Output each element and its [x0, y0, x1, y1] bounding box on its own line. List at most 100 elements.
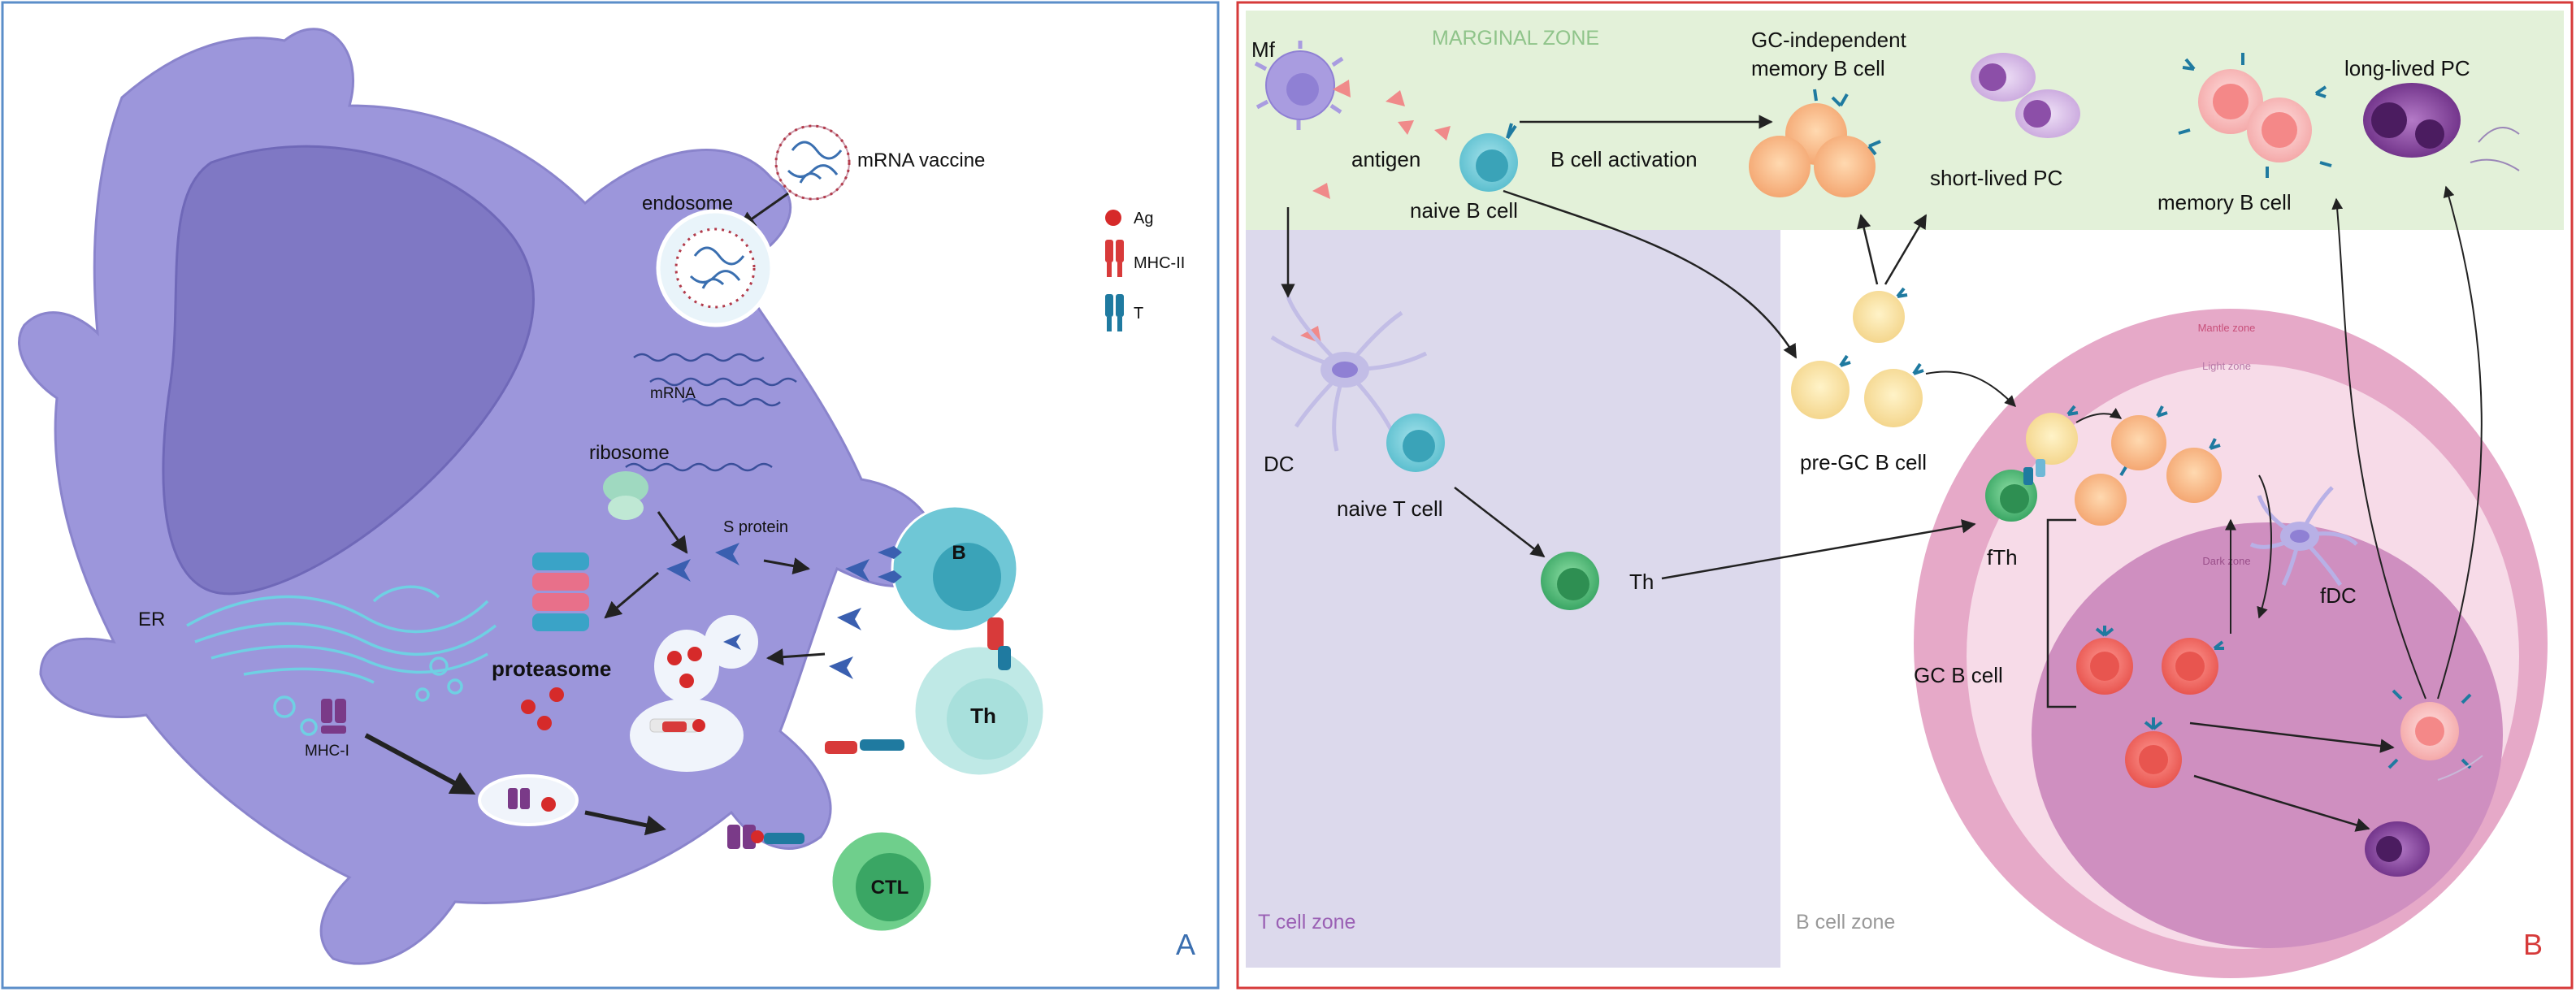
gc-b-cell-bracket	[2046, 518, 2076, 708]
label-s-protein: S protein	[723, 518, 788, 536]
ctl-cell	[830, 830, 934, 934]
legend-label-t: T	[1134, 305, 1143, 323]
follicular-dendritic-cell	[2249, 486, 2358, 587]
arrow-s-protein-to-b	[763, 557, 811, 574]
th-cell-t-zone	[1541, 552, 1599, 610]
s-protein-cluster	[666, 543, 870, 679]
pre-gc-b-cells	[1791, 287, 1924, 427]
label-mrna: mRNA	[650, 385, 696, 402]
th-cell	[913, 644, 1046, 778]
arrow-ribosome-to-s-protein	[657, 511, 688, 554]
antigen-peptides	[521, 687, 564, 730]
arrow-naive-b-to-pre-gc	[1503, 189, 1798, 359]
arrow-to-memory-b-cell	[2331, 197, 2426, 700]
t-cell-receptor-icon	[1105, 294, 1124, 331]
arrow-mhc-i-to-vesicle	[364, 733, 476, 795]
label-naive-b-cell: naive B cell	[1410, 198, 1518, 223]
macrophage	[1254, 41, 1344, 130]
label-er: ER	[138, 609, 165, 630]
follicular-th-cell	[1985, 459, 2045, 522]
legend-label-mhc-ii: MHC-II	[1134, 254, 1185, 272]
arrow-s-protein-to-proteasome	[604, 571, 659, 619]
label-t-cell-zone: T cell zone	[1258, 911, 1355, 934]
label-mhc-i: MHC-I	[305, 743, 349, 760]
b-cell-receptor	[878, 546, 902, 583]
label-antigen: antigen	[1351, 147, 1420, 171]
label-memory-b-cell: memory B cell	[2158, 190, 2292, 214]
label-gc-independent-line1: GC-independent	[1751, 28, 1907, 52]
label-marginal-zone: MARGINAL ZONE	[1432, 27, 1599, 50]
s-protein-vesicle	[705, 615, 758, 669]
arrow-to-short-lived-pc	[1884, 214, 1928, 285]
label-proteasome: proteasome	[492, 656, 611, 681]
arrow-to-memory-b-output	[2189, 721, 2395, 753]
short-lived-plasma-cells	[1971, 53, 2080, 138]
label-ribosome: ribosome	[589, 442, 670, 464]
mhc-i-complex	[321, 699, 346, 734]
naive-b-cell	[1459, 123, 1518, 192]
mhc-i-vesicle	[478, 774, 579, 826]
arrow-th-to-fth	[1661, 519, 1976, 580]
b-cell	[891, 505, 1019, 633]
label-th-cell: Th	[970, 704, 996, 728]
arrow-light-to-dark	[2257, 474, 2272, 619]
b-th-interaction	[987, 617, 1011, 670]
ribosome	[603, 471, 648, 520]
label-naive-t-cell: naive T cell	[1337, 496, 1443, 521]
dc-ctl-interaction	[727, 825, 804, 849]
mhc-ii-receptor-icon	[1105, 240, 1124, 277]
antigen-triangles	[1300, 80, 1451, 344]
antigen-dot-icon	[1105, 210, 1121, 226]
label-gc-b-cell: GC B cell	[1914, 663, 2003, 687]
mrna-vaccine-particle	[774, 124, 851, 201]
label-fth: fTh	[1987, 545, 2018, 570]
panel-b-letter: B	[2523, 928, 2543, 961]
label-light-zone: Light zone	[2202, 360, 2251, 372]
gc-independent-memory-b-cells	[1749, 89, 1881, 197]
panel-a-letter: A	[1176, 928, 1195, 961]
naive-t-cell	[1386, 414, 1445, 472]
nucleus	[162, 145, 535, 596]
antigen-vesicle-1	[654, 630, 719, 703]
label-pre-gc-b-cell: pre-GC B cell	[1800, 450, 1927, 474]
proteasome	[532, 552, 589, 631]
label-mf: Mf	[1251, 37, 1276, 62]
legend-label-ag: Ag	[1134, 210, 1153, 227]
t-cell-zone-bg	[1246, 230, 1780, 968]
label-th: Th	[1629, 570, 1654, 594]
label-long-lived-pc: long-lived PC	[2344, 56, 2470, 80]
arrow-to-plasma-output	[2193, 774, 2370, 832]
label-gc-independent-line2: memory B cell	[1751, 56, 1885, 80]
marginal-zone-bg	[1246, 11, 2564, 230]
label-b-cell-activation: B cell activation	[1550, 147, 1698, 171]
label-fdc: fDC	[2320, 583, 2357, 608]
label-b-cell: B	[952, 542, 965, 564]
label-mrna-vaccine: mRNA vaccine	[857, 149, 985, 171]
long-lived-plasma-cells	[2363, 83, 2520, 171]
dendritic-cell-t-zone	[1270, 296, 1428, 452]
dark-zone-b-cells	[2076, 626, 2224, 788]
arrow-vesicle-to-surface	[584, 810, 666, 836]
dc-th-interaction	[825, 739, 904, 754]
endosome	[656, 209, 774, 327]
output-memory-b-cell	[2387, 689, 2483, 781]
arrow-pre-gc-to-gc	[1925, 370, 2016, 407]
mhc-ii-vesicle	[630, 699, 744, 772]
output-plasma-cell	[2365, 821, 2430, 877]
arrow-naive-t-to-th	[1454, 487, 1546, 558]
arrow-to-gc-independent	[1857, 214, 1879, 285]
memory-b-cells	[2178, 53, 2332, 178]
label-dc: DC	[1264, 452, 1295, 476]
endoplasmic-reticulum	[186, 585, 497, 736]
label-dark-zone: Dark zone	[2202, 555, 2250, 567]
label-ctl-cell: CTL	[871, 877, 909, 899]
arrow-s-protein-to-vesicle	[765, 648, 826, 666]
label-endosome: endosome	[642, 193, 733, 214]
panel-a: mRNA vaccine endosome mRNA ribosome	[1, 1, 1220, 990]
label-b-cell-zone: B cell zone	[1796, 911, 1895, 934]
panel-b: MARGINAL ZONE T cell zone B cell zone Ma…	[1236, 1, 2574, 990]
mrna-strands	[625, 353, 797, 472]
label-mantle-zone: Mantle zone	[2198, 322, 2256, 334]
light-zone-b-cells	[2026, 405, 2222, 526]
